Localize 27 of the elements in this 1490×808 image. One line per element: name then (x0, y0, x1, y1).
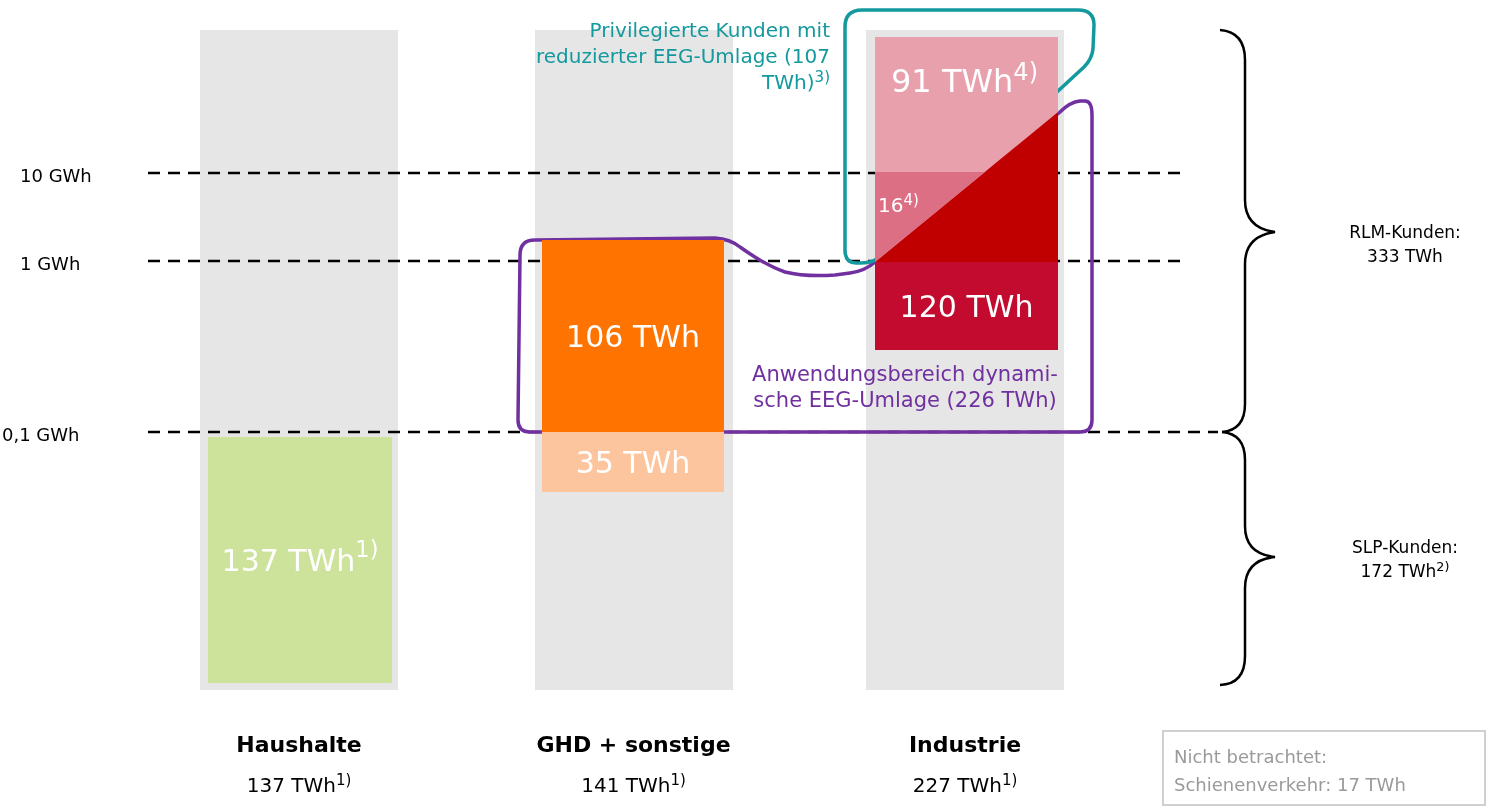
note-text: Nicht betrachtet: (1174, 746, 1329, 768)
bar-value: 91 TWh$^{4)}$ (891, 57, 1038, 102)
note-box (1162, 730, 1486, 806)
bar-value: 106 TWh (565, 317, 701, 356)
bar-segment (208, 437, 392, 683)
bar-value: 120 TWh (898, 287, 1035, 326)
category-label: Haushalte (235, 731, 363, 759)
axis-label: 10 GWh (20, 164, 93, 188)
category-value: 137 TWh$^{1)}$ (245, 770, 353, 799)
bar-value: 35 TWh (574, 443, 692, 482)
brace-label: SLP-Kunden: 172 TWh$^{2)}$ (1351, 536, 1459, 583)
bar-segment (875, 262, 1058, 350)
category-label: GHD + sonstige (535, 731, 732, 759)
region-label: Privilegierte Kunden mit reduzierter EEG-Umlage (107 TWh)$^{3)}$ (534, 17, 830, 95)
category-value: 227 TWh$^{1)}$ (911, 770, 1019, 799)
category-label: Industrie (907, 731, 1023, 759)
note-text: Schienenverkehr: 17 TWh (1174, 774, 1406, 796)
region-label: Anwendungsbereich dynami- sche EEG-Umlage (226 TWh) (751, 361, 1059, 413)
bar-segment (542, 432, 724, 492)
bar-value: 137 TWh$^{1)}$ (220, 534, 380, 580)
bar-segment (542, 240, 724, 432)
category-value: 141 TWh$^{1)}$ (580, 770, 687, 799)
axis-label: 0,1 GWh (2, 423, 81, 447)
brace-label: RLM-Kunden: 333 TWh (1348, 221, 1462, 268)
triangle-segment (875, 172, 985, 262)
bar-value: 16$^{4)}$ (878, 190, 919, 219)
axis-label: 1 GWh (20, 252, 82, 276)
